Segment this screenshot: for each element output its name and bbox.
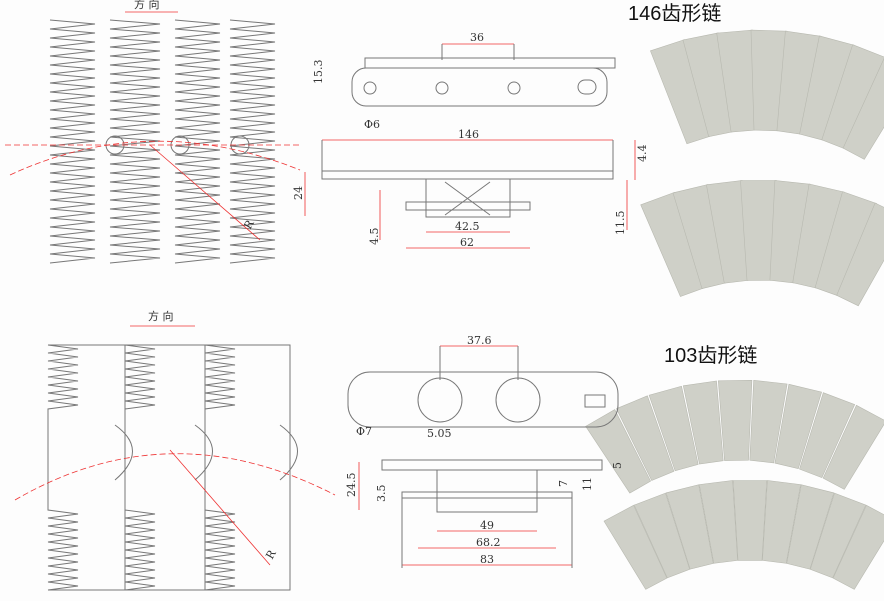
chain-103-side-view [347,345,619,428]
pin-hole [363,81,377,95]
render-link [786,484,835,570]
chain-link-outline [174,19,221,264]
dim-offset: 5.05 [427,427,452,440]
dim-pin-diameter: Φ6 [364,118,380,131]
pin-hole [435,81,449,95]
dim-width: 146 [458,128,479,141]
radius-label-2: R [263,547,279,561]
render-link [809,492,867,579]
render-link [665,484,714,570]
render-link [648,385,699,472]
dim-guide-width: 68.2 [476,536,501,549]
chain-146-title: 146齿形链 [628,2,721,25]
tab [401,491,573,499]
radius-line-2 [169,449,271,566]
dim-pitch-2: 37.6 [467,334,492,347]
render-link [732,480,768,561]
chain-link-outline [204,344,291,591]
render-link [832,504,884,590]
dim-tab-height-2: 3.5 [375,485,388,503]
body [425,178,511,218]
render-link [585,409,651,494]
render-link [822,404,884,490]
dim-tab-height: 4.5 [368,228,381,246]
top-plate [321,170,614,180]
chain-103-end-view [358,459,603,568]
pin-hole [507,81,521,95]
dim-lower-height-2: 11 [581,477,594,491]
radius-arc [9,140,301,176]
dim-side-height: 15.3 [312,60,325,85]
side-body [351,67,608,107]
dim-total-height: 24 [292,186,305,200]
render-link [717,379,753,461]
render-link [842,57,884,160]
link-lug [279,424,298,481]
dim-top-thickness-2: 5 [611,462,624,469]
radius-arc-2 [14,453,336,501]
slot-hole [584,394,606,408]
body [436,469,538,513]
render-link [615,395,675,481]
chain-103-3d-render [585,379,884,590]
chain-146-end-view [304,139,636,249]
tab [405,201,531,211]
render-link [821,44,884,149]
dim-top-thickness: 4.4 [636,145,649,163]
chain-link-outline [124,344,206,591]
render-link [633,492,691,579]
slot-hole [577,79,597,95]
dim-inner-height: 7 [557,480,570,487]
chain-link-outline [229,19,276,264]
render-link [698,480,738,564]
chain-103-plan-view [47,344,298,591]
dim-body-width-2: 49 [480,519,494,532]
chain-103-title: 103齿形链 [664,344,757,367]
render-link [749,379,788,464]
chain-link-outline [49,19,96,264]
dim-body-width: 42.5 [455,220,480,233]
dim-total-height-2: 24.5 [345,473,358,498]
dim-pitch: 36 [470,31,484,44]
chain-146-3d-render [640,29,884,307]
pin-boss [417,377,463,423]
render-link [774,383,822,470]
top-plate [381,459,603,471]
side-top-plate [364,57,616,69]
link-lug [194,424,213,481]
radius-line [149,144,261,241]
dim-tab-width-2: 83 [480,553,494,566]
render-link [682,380,724,465]
dim-pin-diameter-2: Φ7 [356,425,372,438]
chain-146-side-view [351,43,616,107]
render-link [836,202,884,307]
link-lug [114,424,133,481]
side-body [347,371,619,428]
chain-link-outline [47,344,126,591]
render-link [762,480,802,564]
dim-tab-width: 62 [460,236,474,249]
render-link [799,392,856,478]
pin-boss [495,377,541,423]
direction-label-2: 方 向 [148,309,174,323]
dim-lower-height: 11.5 [614,211,627,236]
direction-label: 方 向 [134,0,160,11]
render-link [603,504,668,590]
